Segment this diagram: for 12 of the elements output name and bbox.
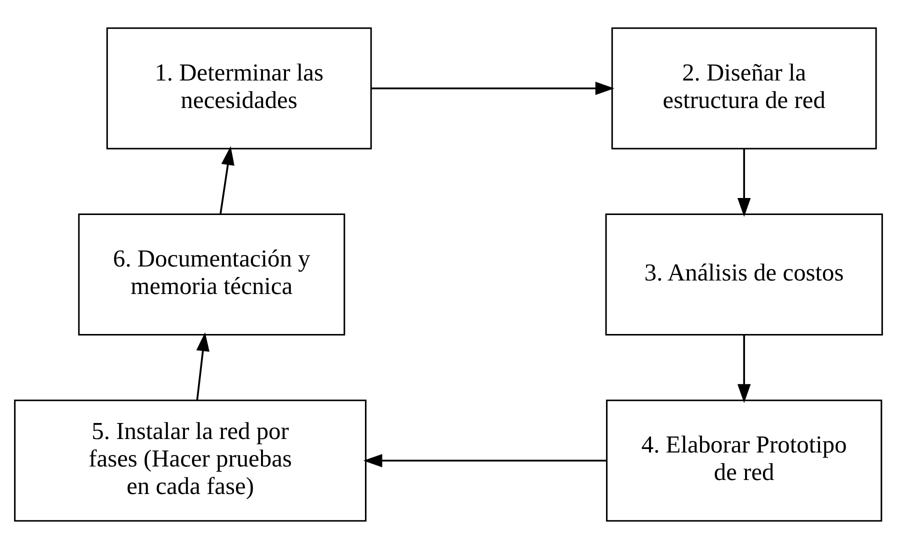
node-box: 2. Diseñar la estructura de red bbox=[611, 26, 877, 149]
node-box: 6. Documentación y memoria técnica bbox=[78, 212, 346, 336]
arrow bbox=[196, 332, 210, 400]
arrow bbox=[363, 454, 607, 467]
arrow bbox=[737, 334, 751, 403]
node-box: 1. Determinar las necesidades bbox=[106, 26, 372, 149]
arrow bbox=[371, 81, 614, 94]
arrow bbox=[220, 146, 234, 214]
node-box: 3. Análisis de costos bbox=[605, 212, 883, 336]
node-box: 5. Instalar la red por fases (Hacer pruebas en cada fase) bbox=[14, 399, 366, 522]
node-box: 4. Elaborar Prototipo de red bbox=[606, 399, 882, 522]
arrow bbox=[737, 148, 751, 216]
